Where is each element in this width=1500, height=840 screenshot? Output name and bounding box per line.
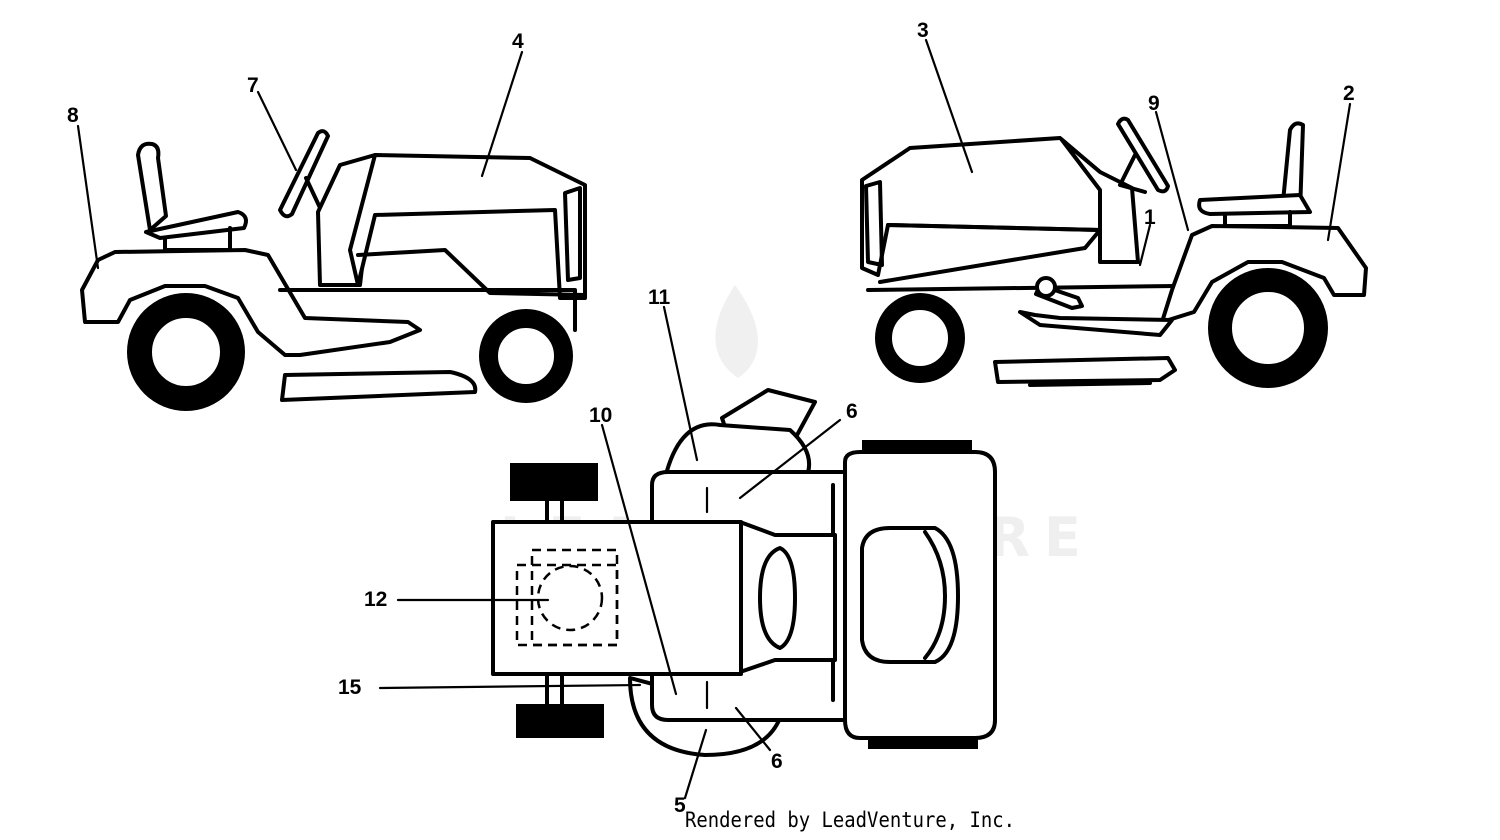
callout-12: 12 [364,588,387,611]
tractor-right-side-view [860,116,1368,388]
steering-wheel [1116,116,1170,194]
callout-numbers: 8 7 4 3 9 2 1 11 10 6 12 15 6 5 [67,19,1355,817]
leader-1 [1138,223,1152,267]
frame-rail [866,284,1177,292]
callout-5: 5 [674,794,686,817]
footrest-pedal [1018,310,1174,337]
callout-4: 4 [512,30,524,53]
leader-3 [924,38,974,174]
seat-cushion [1197,193,1312,216]
engine-skirt [356,248,587,297]
frame-rail [278,288,577,332]
leader-9 [1154,110,1190,232]
hood-grille [563,186,582,282]
front-axle-lower [545,674,564,706]
callout-6-bottom: 6 [771,750,783,773]
flame-watermark-icon [715,285,758,378]
callout-15: 15 [338,676,362,699]
tractor-left-side-view [80,129,587,411]
callout-9: 9 [1148,92,1160,115]
callout-11: 11 [648,286,671,309]
leader-10 [600,423,678,696]
mower-deck [993,356,1177,384]
hood [348,153,587,300]
render-credit: Rendered by LeadVenture, Inc. [685,808,1015,832]
callout-3: 3 [917,19,929,42]
leader-lines [76,38,1352,800]
tractor-top-view [491,388,997,757]
lift-lever-knob [1035,276,1057,298]
front-tire-bottom [516,704,604,738]
steering-column [1118,153,1147,194]
hood-top [491,520,743,676]
callout-7: 7 [247,74,259,97]
callout-1: 1 [1144,206,1156,229]
leader-11 [662,305,699,462]
dash-console [1060,138,1140,264]
engine-skirt [878,223,1102,284]
rear-wheel-hub [1228,288,1308,368]
leader-8 [76,124,100,270]
front-wheel-hub [888,306,952,370]
hood-decal-circle [536,564,604,632]
rear-wheel-hub [148,314,224,390]
hood [860,136,1102,277]
rear-fender [1160,224,1368,324]
steering-oval [758,546,797,650]
leader-6-top [738,418,842,500]
callout-2: 2 [1343,82,1355,105]
rear-fender [80,248,422,357]
seat-top-inner [923,530,947,660]
deck-upper-arc [663,422,811,482]
hood-grille [864,180,884,267]
seat-back [1280,121,1305,214]
front-wheel-hub [494,324,558,388]
leader-4 [480,50,524,178]
front-tire-top [510,463,598,501]
callout-8: 8 [67,104,79,127]
steering-wheel [278,129,330,219]
mower-deck-base [1028,381,1152,387]
callout-6-top: 6 [846,400,858,423]
leader-5 [683,728,708,800]
leader-6-bottom [734,706,772,752]
mower-deck [280,370,478,402]
leader-15 [378,683,642,690]
seat-cushion [144,210,248,240]
seat-back [136,141,168,232]
leader-7 [256,90,298,172]
leader-2 [1326,102,1352,242]
seat-top [860,526,960,664]
callout-10: 10 [589,404,612,427]
